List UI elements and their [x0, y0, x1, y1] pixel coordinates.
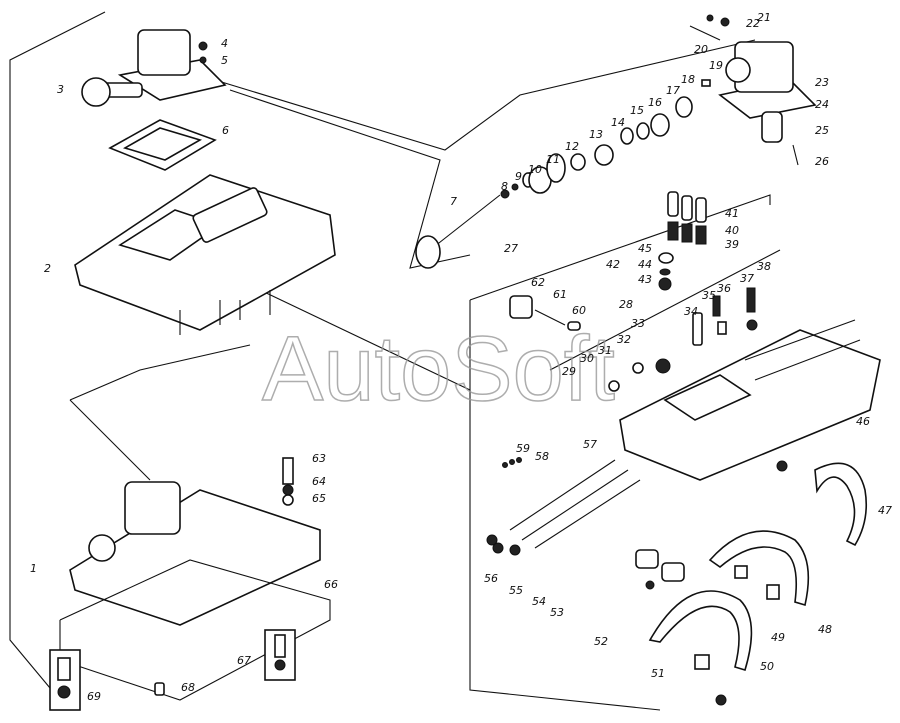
gearbox-assembly-1: [49, 457, 331, 711]
part-label-1: 1: [30, 562, 37, 575]
part-label-62: 62: [531, 276, 545, 289]
bolts-and-pins: [509, 287, 758, 392]
part-label-57: 57: [583, 438, 597, 451]
part-label-19: 19: [709, 59, 723, 72]
part-label-42: 42: [606, 258, 620, 271]
shaft-7-assembly: [415, 79, 711, 269]
part-label-60: 60: [572, 304, 586, 317]
part-label-59: 59: [516, 442, 530, 455]
gearbox-cover-2: [74, 174, 336, 335]
part-label-9: 9: [515, 170, 522, 183]
part-label-22: 22: [746, 17, 760, 30]
part-label-39: 39: [725, 238, 739, 251]
part-label-5: 5: [221, 54, 228, 67]
part-label-43: 43: [638, 273, 652, 286]
part-label-37: 37: [740, 272, 754, 285]
watermark-autosoft: AutoSoft: [262, 318, 615, 420]
part-label-44: 44: [638, 258, 652, 271]
part-label-46: 46: [856, 415, 870, 428]
part-label-20: 20: [694, 43, 708, 56]
part-label-58: 58: [535, 450, 549, 463]
part-label-4: 4: [221, 37, 228, 50]
part-label-53: 53: [550, 606, 564, 619]
part-label-27: 27: [504, 242, 518, 255]
part-label-14: 14: [611, 116, 625, 129]
part-label-3: 3: [57, 83, 64, 96]
part-label-67: 67: [237, 654, 251, 667]
part-label-12: 12: [565, 140, 579, 153]
part-label-21: 21: [757, 11, 771, 24]
part-label-33: 33: [631, 317, 645, 330]
part-label-55: 55: [509, 584, 523, 597]
part-label-13: 13: [589, 128, 603, 141]
part-label-48: 48: [818, 623, 832, 636]
part-label-47: 47: [878, 504, 892, 517]
part-label-61: 61: [553, 288, 567, 301]
part-label-8: 8: [501, 180, 508, 193]
gasket-6: [108, 119, 217, 171]
part-label-34: 34: [684, 305, 698, 318]
part-label-30: 30: [580, 352, 594, 365]
part-label-35: 35: [702, 289, 716, 302]
part-label-65: 65: [312, 492, 326, 505]
part-label-29: 29: [562, 365, 576, 378]
springs-plungers: [658, 191, 707, 291]
part-labels: 2122204523319241817161525261413121110986…: [30, 11, 892, 703]
part-label-64: 64: [312, 475, 326, 488]
part-label-63: 63: [312, 452, 326, 465]
part-label-52: 52: [594, 635, 608, 648]
part-label-51: 51: [651, 667, 665, 680]
part-label-24: 24: [815, 98, 829, 111]
part-label-69: 69: [87, 690, 101, 703]
part-label-26: 26: [815, 155, 829, 168]
gearbox-cover-right: [619, 319, 881, 481]
part-label-54: 54: [532, 595, 546, 608]
part-label-25: 25: [815, 124, 829, 137]
part-label-11: 11: [546, 153, 560, 166]
part-label-2: 2: [44, 262, 51, 275]
part-label-6: 6: [222, 124, 229, 137]
part-label-31: 31: [598, 344, 612, 357]
part-label-45: 45: [638, 242, 652, 255]
part-label-38: 38: [757, 260, 771, 273]
part-label-36: 36: [717, 282, 731, 295]
part-label-32: 32: [617, 333, 631, 346]
part-label-41: 41: [725, 207, 739, 220]
shift-forks: [635, 460, 868, 706]
part-label-28: 28: [619, 298, 633, 311]
part-label-56: 56: [484, 572, 498, 585]
selector-housing-top-left: [81, 29, 227, 107]
shift-rods: [486, 457, 641, 556]
part-label-7: 7: [450, 195, 457, 208]
part-label-15: 15: [630, 104, 644, 117]
part-label-49: 49: [771, 631, 785, 644]
part-label-23: 23: [815, 76, 829, 89]
part-label-10: 10: [528, 163, 542, 176]
frame-lines: [9, 11, 781, 711]
part-label-40: 40: [725, 224, 739, 237]
part-label-68: 68: [181, 681, 195, 694]
part-label-66: 66: [324, 578, 338, 591]
part-label-18: 18: [681, 73, 695, 86]
part-label-50: 50: [760, 660, 774, 673]
part-label-17: 17: [666, 84, 680, 97]
selector-housing-top-right: [689, 14, 817, 166]
part-label-16: 16: [648, 96, 662, 109]
